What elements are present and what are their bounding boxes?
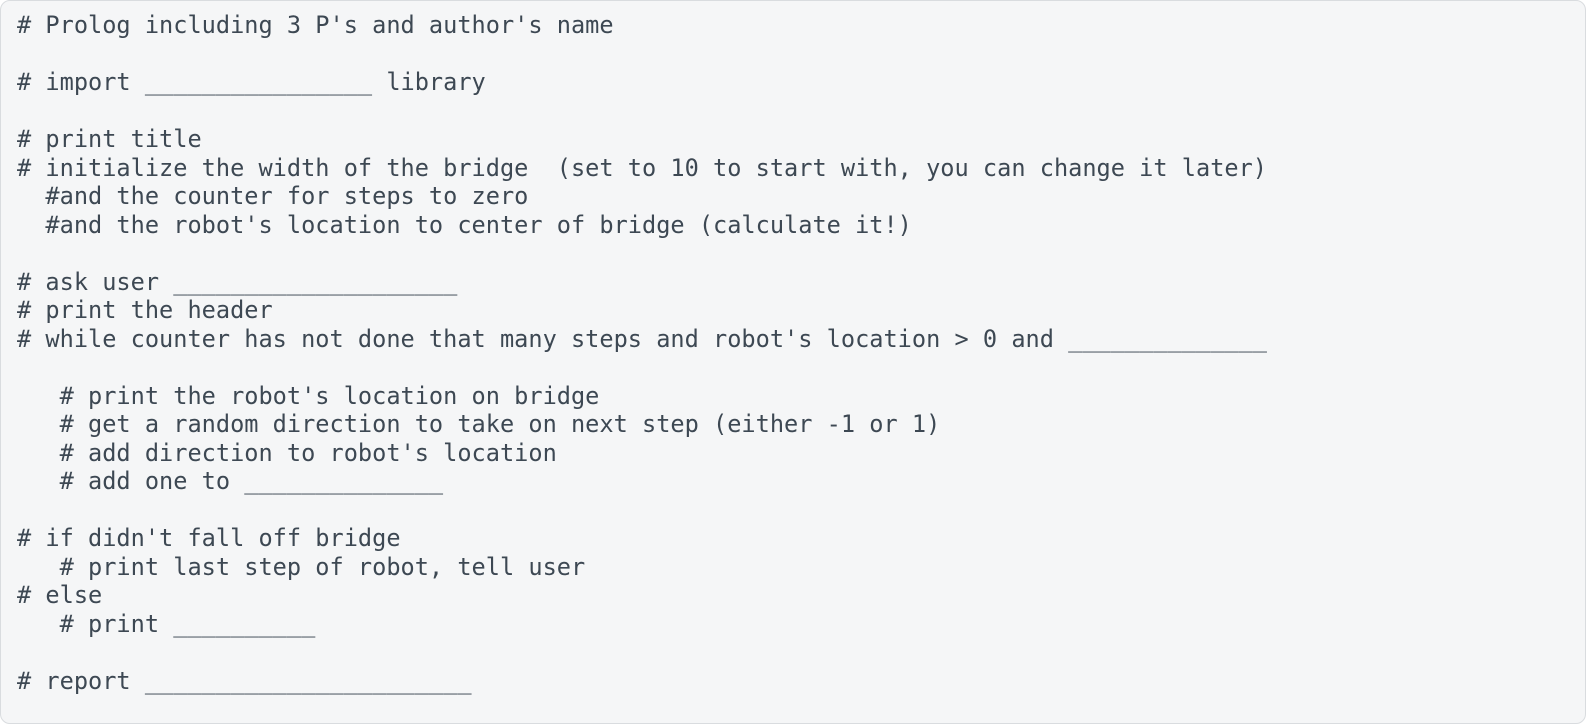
code-block: # Prolog including 3 P's and author's na…: [17, 11, 1573, 695]
code-line: # print the robot's location on bridge: [17, 381, 600, 410]
code-line: [17, 353, 1573, 382]
code-line: [17, 638, 1573, 667]
code-line: # Prolog including 3 P's and author's na…: [17, 11, 614, 39]
code-line: #and the robot's location to center of b…: [17, 210, 912, 239]
code-line: # print last step of robot, tell user: [17, 552, 586, 581]
code-line: # add direction to robot's location: [17, 438, 557, 467]
code-line: # get a random direction to take on next…: [17, 410, 941, 438]
code-line: # print the header: [17, 296, 273, 324]
code-line: [17, 40, 1573, 69]
code-line: # print title: [17, 125, 202, 153]
code-line: #and the counter for steps to zero: [17, 182, 529, 210]
code-line: # else: [17, 581, 103, 609]
code-line: # ask user ____________________: [17, 267, 458, 296]
code-line: # add one to ______________: [17, 467, 444, 495]
code-line: # print __________: [17, 609, 316, 638]
code-line: # if didn't fall off bridge: [17, 524, 401, 552]
code-line: # initialize the width of the bridge (se…: [17, 153, 1268, 182]
code-line: [17, 97, 1573, 126]
code-line: [17, 496, 1573, 525]
code-line: # import ________________ library: [17, 68, 486, 96]
code-line: [17, 239, 1573, 268]
code-line: # report _______________________: [17, 666, 472, 695]
code-line: # while counter has not done that many s…: [17, 324, 1268, 353]
